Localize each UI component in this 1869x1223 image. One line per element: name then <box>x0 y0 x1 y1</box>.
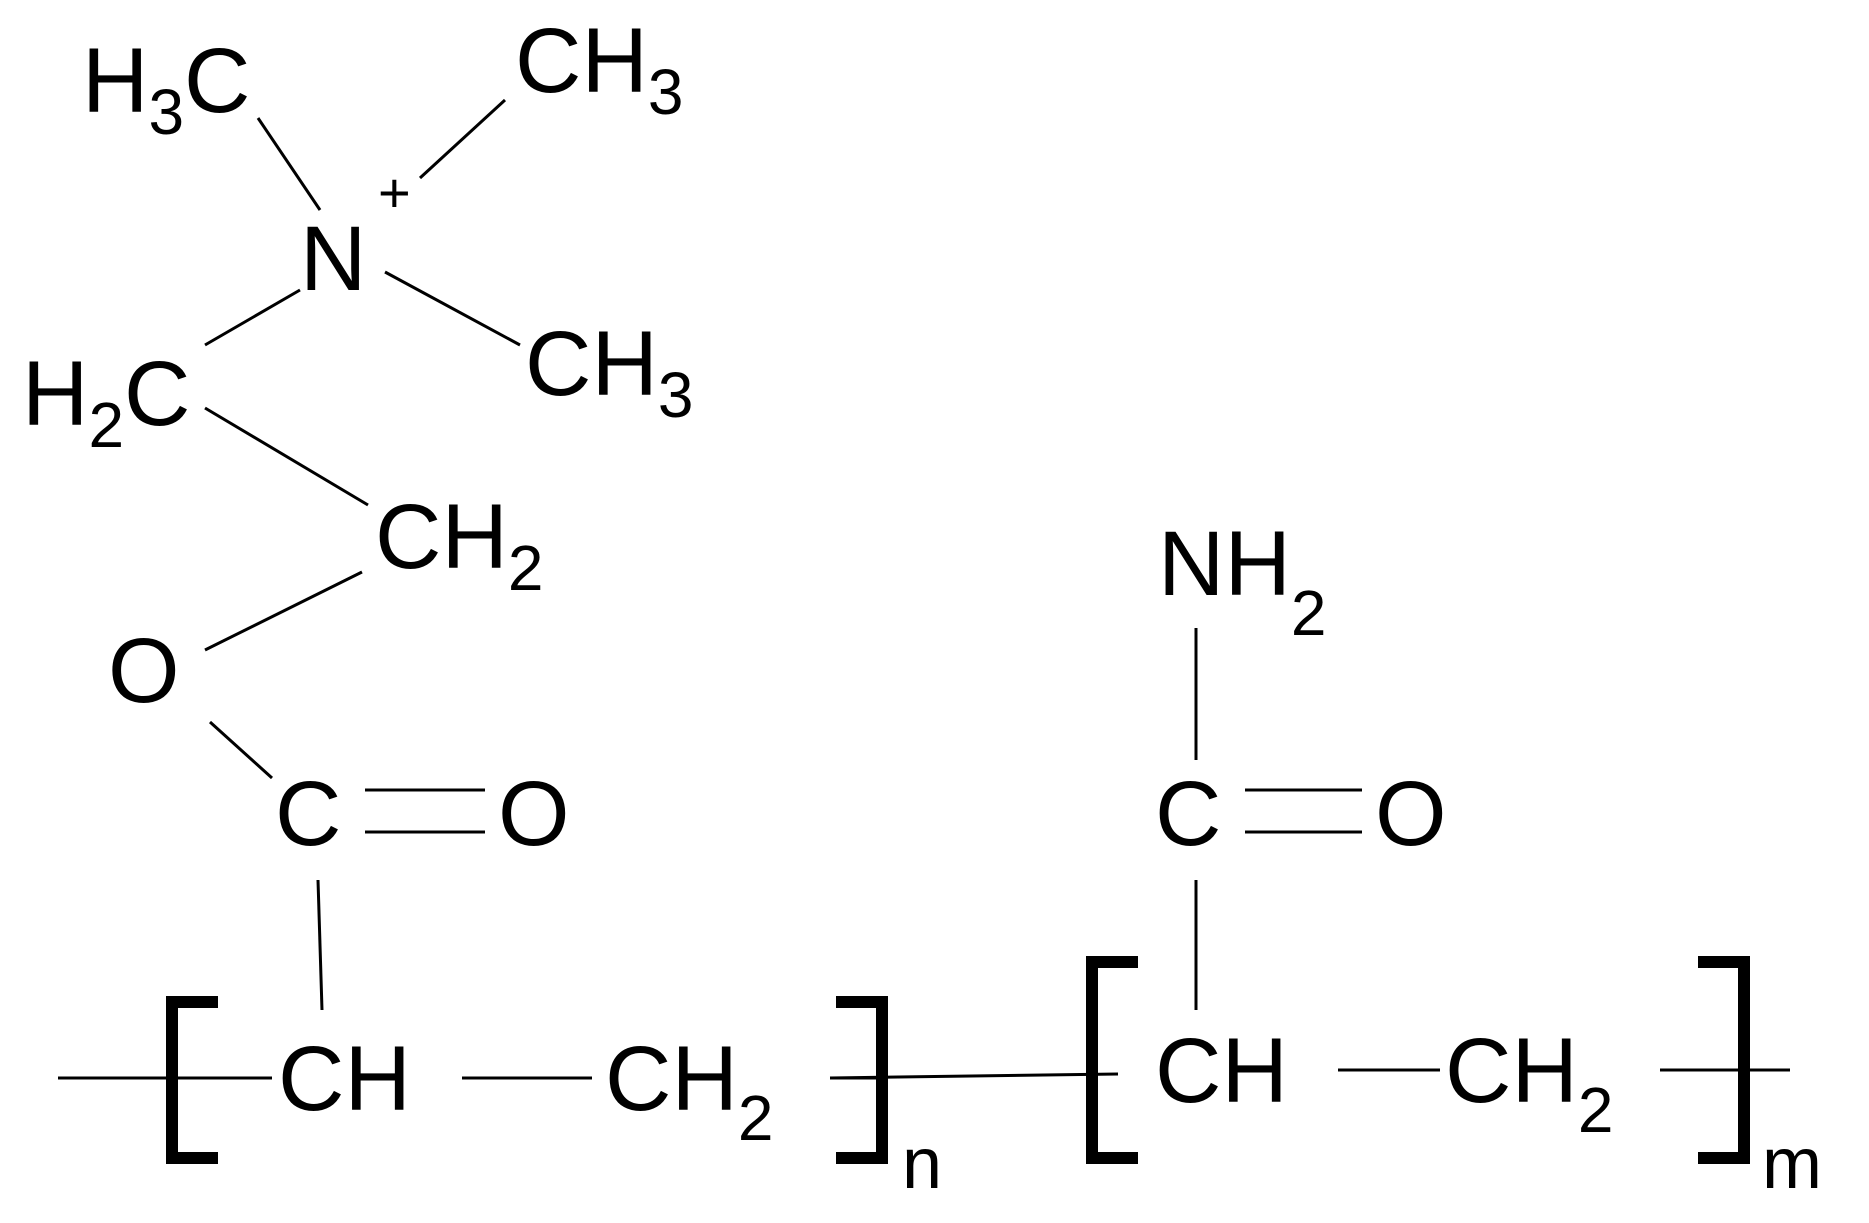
bond-ch2-o <box>204 570 363 652</box>
methyl-label-right-bottom: CH3 <box>525 313 693 431</box>
backbone-ch-label-2: CH <box>1155 1020 1288 1122</box>
bond-n-ch3-top <box>418 98 507 180</box>
carbonyl-oxygen-label-left: O <box>498 763 570 865</box>
backbone-ch2-label-1: CH2 <box>605 1028 773 1154</box>
bond-h2c-ch2 <box>204 406 369 507</box>
repeat-index-n: n <box>902 1124 942 1204</box>
nitrogen-label: N <box>300 208 366 310</box>
backbone-ch-label-1: CH <box>278 1028 411 1130</box>
methylene-label-left: H2C <box>22 343 191 461</box>
backbone-ch2-label-2: CH2 <box>1445 1020 1613 1146</box>
bond-c-ch-left <box>316 879 324 1011</box>
bond-h3c-n <box>256 117 322 211</box>
brackets <box>166 956 1750 1164</box>
carbonyl-carbon-label-right: C <box>1155 763 1221 865</box>
amine-label: NH2 <box>1158 513 1326 649</box>
bracket-left-open-1 <box>166 996 218 1164</box>
bracket-left-open-2 <box>1086 956 1138 1164</box>
bond-n-ch3-bottom <box>384 270 521 347</box>
carbonyl-carbon-label-left: C <box>275 763 341 865</box>
bonds <box>58 98 1790 1080</box>
bracket-right-close-2 <box>1698 956 1750 1164</box>
methylene-label-middle: CH2 <box>375 486 543 604</box>
bracket-right-close-1 <box>836 996 888 1164</box>
positive-charge-label: + <box>378 161 411 224</box>
repeat-index-m: m <box>1762 1124 1822 1204</box>
ester-oxygen-label: O <box>108 620 180 722</box>
carbonyl-oxygen-label-right: O <box>1375 763 1447 865</box>
bond-n-h2c <box>204 288 301 347</box>
bond-o-c-ester <box>208 720 274 780</box>
methyl-label-right-top: CH3 <box>515 10 683 128</box>
methyl-label-left: H3C <box>82 30 251 148</box>
